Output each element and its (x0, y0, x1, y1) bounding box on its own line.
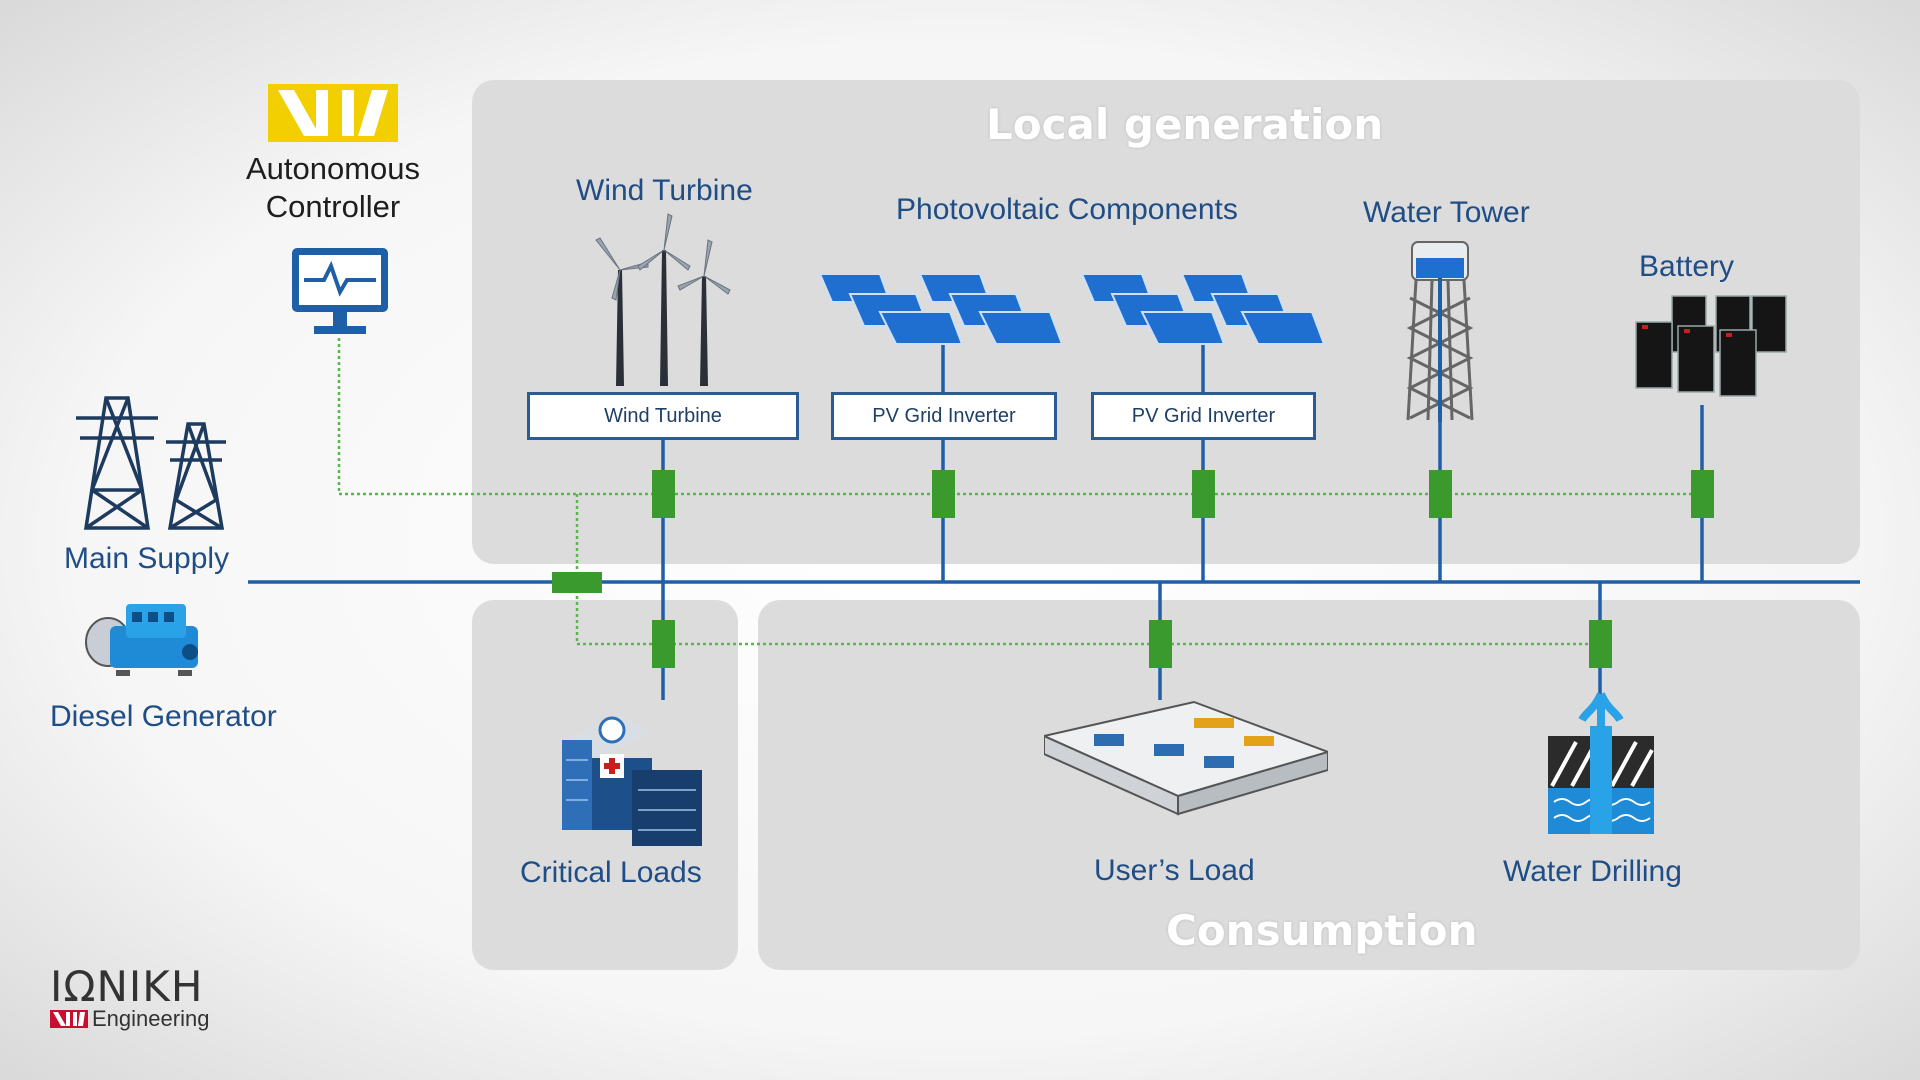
control-lines (337, 338, 1702, 646)
photovoltaic-title: Photovoltaic Components (896, 193, 1238, 226)
water-drilling-icon (1548, 692, 1654, 834)
pv-inverter-2-box[interactable]: PV Grid Inverter (1091, 392, 1316, 440)
brand-logo-icon (50, 1010, 88, 1028)
switch-pv1 (932, 470, 955, 518)
wind-turbine-box[interactable]: Wind Turbine (527, 392, 799, 440)
switch-users-load (1149, 620, 1172, 668)
control-line-top (337, 338, 1702, 496)
office-floor-icon (1044, 700, 1328, 816)
monitor-icon[interactable] (290, 246, 390, 338)
solar-panels-icon-2 (1082, 273, 1324, 345)
water-tower-title: Water Tower (1363, 196, 1530, 229)
controller-label: Autonomous Controller (222, 150, 444, 226)
brand-subtitle: Engineering (92, 1006, 210, 1031)
controller-logo-icon (268, 84, 398, 142)
consumption-title: Consumption (1166, 906, 1478, 955)
users-load-label: User’s Load (1094, 854, 1255, 887)
water-drilling-label: Water Drilling (1503, 855, 1682, 888)
local-generation-title: Local generation (986, 100, 1384, 149)
controller-label-line2: Controller (265, 189, 401, 224)
solar-panels-icon-1 (820, 273, 1062, 345)
wind-turbine-title: Wind Turbine (576, 174, 753, 207)
wind-turbine-icon (595, 213, 731, 386)
switch-main-bus (552, 572, 602, 593)
brand-name: IΩNIKH (50, 962, 204, 1011)
diesel-generator-icon (85, 604, 198, 676)
consumption-panel (758, 600, 1860, 970)
switch-critical (652, 620, 675, 668)
power-tower-icon (76, 396, 226, 530)
pv-inverter-1-box[interactable]: PV Grid Inverter (831, 392, 1057, 440)
battery-title: Battery (1639, 250, 1735, 283)
switches (552, 470, 1714, 668)
hospital-icon (562, 716, 702, 846)
critical-loads-label: Critical Loads (520, 856, 702, 889)
water-tower-icon (1406, 241, 1474, 422)
diesel-generator-label: Diesel Generator (50, 700, 277, 733)
control-line-bottom (575, 494, 1600, 646)
switch-pv2 (1192, 470, 1215, 518)
switch-wind (652, 470, 675, 518)
switch-battery (1691, 470, 1714, 518)
switch-water-tower (1429, 470, 1452, 518)
switch-water-drilling (1589, 620, 1612, 668)
main-supply-label: Main Supply (64, 542, 230, 575)
controller-label-line1: Autonomous (245, 151, 421, 186)
battery-icon (1635, 295, 1787, 397)
